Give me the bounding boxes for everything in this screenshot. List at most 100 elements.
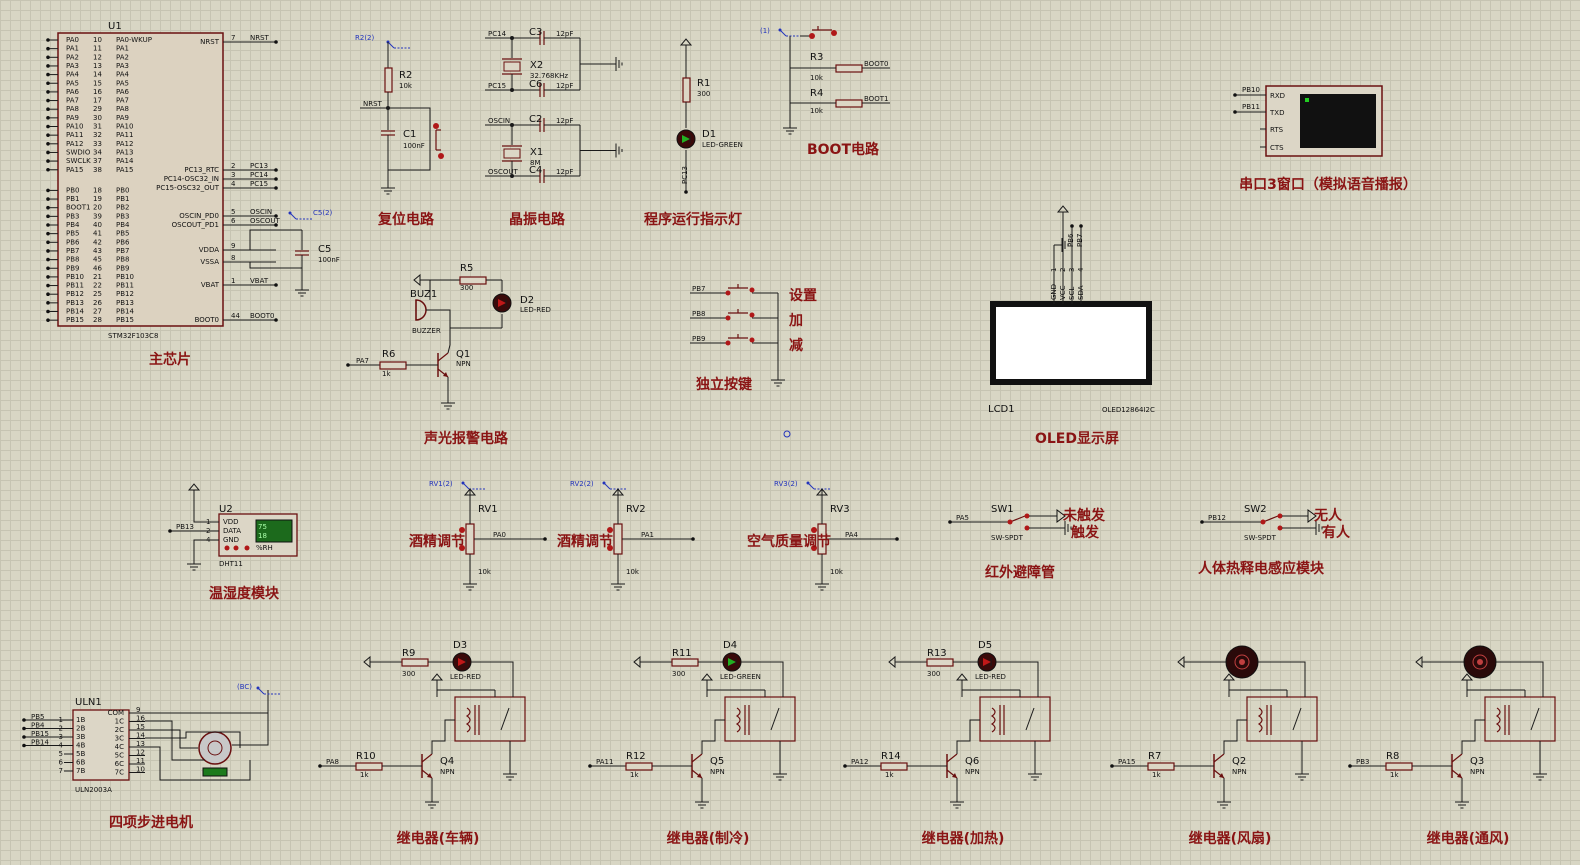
pot-up-button[interactable]: [811, 527, 817, 533]
uln-out-pin: 3C: [115, 735, 124, 743]
resistor-body[interactable]: [926, 658, 954, 667]
crystal-body[interactable]: [503, 148, 521, 159]
reset-button[interactable]: [433, 123, 439, 129]
pot-up-button[interactable]: [459, 527, 465, 533]
relay-caption: 继电器(通风): [1427, 830, 1510, 847]
pin-end: [46, 275, 50, 279]
resistor-body[interactable]: [1385, 762, 1413, 771]
r2-ref: R2: [399, 70, 412, 81]
key-button-2[interactable]: [725, 340, 731, 346]
pin-net: PC15: [250, 180, 268, 188]
pot-down-button[interactable]: [459, 545, 465, 551]
resistor-body[interactable]: [671, 658, 699, 667]
pin-end: [46, 223, 50, 227]
pin-end: [46, 197, 50, 201]
relay-q-value: NPN: [1232, 768, 1247, 776]
oled-screen[interactable]: [990, 301, 1152, 385]
pin-net: PC14: [250, 171, 269, 179]
resistor-body[interactable]: [401, 658, 429, 667]
resistor-body[interactable]: [459, 276, 487, 285]
pin-name: PA12: [116, 140, 133, 148]
dht-lcd: [255, 519, 293, 543]
pin-net-pa8: PA8: [66, 105, 79, 113]
key-button-0[interactable]: [725, 290, 731, 296]
pot-down-button[interactable]: [607, 545, 613, 551]
pot-down-button[interactable]: [811, 545, 817, 551]
dht-button-1[interactable]: [233, 545, 239, 551]
uln-in-pin: 7B: [76, 767, 85, 775]
terminal-screen[interactable]: [1300, 94, 1376, 148]
relay-body[interactable]: [1484, 696, 1556, 742]
relay-body[interactable]: [1246, 696, 1318, 742]
oled-pin-num: 4: [1077, 267, 1085, 272]
boot-jumper[interactable]: [809, 33, 815, 39]
key-net: PB9: [692, 335, 705, 343]
pin-net: PC13: [250, 162, 268, 170]
pin-end: [46, 292, 50, 297]
uln-out-pin: 1C: [115, 718, 124, 726]
resistor-body[interactable]: [682, 77, 691, 103]
crystal-body[interactable]: [503, 61, 521, 72]
dht-button-0[interactable]: [224, 545, 230, 551]
resistor-body[interactable]: [835, 99, 863, 108]
pin-name: PB13: [116, 299, 134, 307]
relay-r-led: R9: [402, 648, 415, 659]
sw1-caption: 红外避障管: [985, 564, 1055, 581]
pin-name: PB14: [116, 308, 134, 316]
pin-number: 41: [93, 230, 102, 238]
dht-button-2[interactable]: [244, 545, 250, 551]
pin-net-pb10: PB10: [66, 273, 84, 281]
resistor-body[interactable]: [835, 64, 863, 73]
pot-body[interactable]: [613, 523, 623, 555]
pin-name: PA15: [116, 166, 133, 174]
sw2-lever[interactable]: [1260, 519, 1266, 525]
buzzer-icon[interactable]: [415, 299, 427, 321]
sw1-ref: SW1: [991, 504, 1014, 515]
r3-value: 10k: [810, 74, 824, 82]
pot-up-button[interactable]: [607, 527, 613, 533]
q1-value: NPN: [456, 360, 471, 368]
pin-number: 37: [93, 157, 102, 165]
mcu-body[interactable]: [57, 32, 224, 327]
dht-caption: 温湿度模块: [209, 585, 280, 602]
resistor-body[interactable]: [625, 762, 653, 771]
sw2-caption-g: 人体热释电感应模块: [1198, 560, 1325, 577]
pin-name: PA6: [116, 88, 130, 96]
resistor-body[interactable]: [384, 67, 393, 93]
u2-ref: U2: [219, 504, 233, 515]
oled-pin-num: 2: [1059, 268, 1067, 272]
uln-pin-num: 16: [136, 715, 145, 723]
r2-value: 10k: [399, 82, 413, 90]
sw1-lever[interactable]: [1007, 519, 1013, 525]
pin-end: [274, 318, 278, 322]
boot-caption: BOOT电路: [807, 141, 880, 158]
key-button-1[interactable]: [725, 315, 731, 321]
relay-body[interactable]: [724, 696, 796, 742]
relay-body[interactable]: [979, 696, 1051, 742]
dht-part: DHT11: [219, 560, 243, 568]
pin-name: PA5: [116, 79, 129, 87]
pin-end: [46, 133, 50, 137]
pin-number: 42: [93, 238, 102, 246]
sw2-ref: SW2: [1244, 504, 1267, 515]
oled-part: OLED12864I2C: [1102, 406, 1155, 414]
ground-icon: [1027, 765, 1043, 781]
pot-body[interactable]: [465, 523, 475, 555]
pin-number: 9: [231, 242, 235, 250]
pin-net-boot1: BOOT1: [66, 204, 90, 212]
d2-ref: D2: [520, 295, 534, 306]
relay-net: PA15: [1118, 758, 1135, 766]
relay-body[interactable]: [454, 696, 526, 742]
resistor-body[interactable]: [1147, 762, 1175, 771]
mcu-caption: 主芯片: [149, 351, 191, 368]
resistor-body[interactable]: [379, 361, 407, 370]
pin-name: PA8: [116, 105, 129, 113]
pin-end: [46, 188, 50, 193]
resistor-body[interactable]: [355, 762, 383, 771]
stepper-motor-icon[interactable]: [198, 731, 232, 765]
relay-r-led-value: 300: [927, 670, 940, 678]
resistor-body[interactable]: [880, 762, 908, 771]
